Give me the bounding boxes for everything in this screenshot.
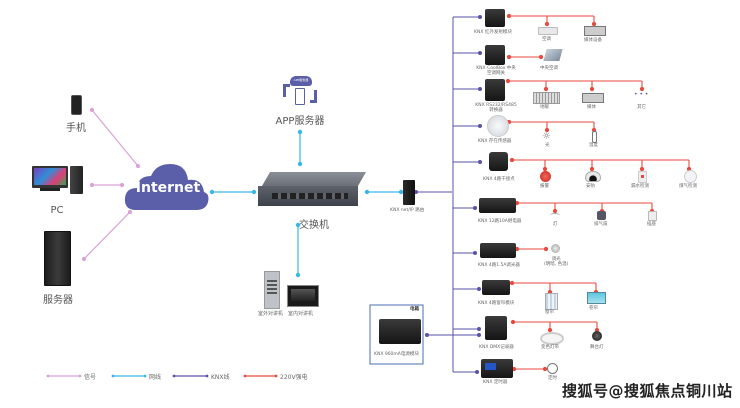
power-supply-module-label: KNX 960mA电源模块	[374, 352, 419, 357]
coolbox-gateway-module	[485, 45, 505, 65]
app-server-icon: APP服务器	[283, 76, 317, 108]
indoor-intercom-label: 室内对讲机	[288, 311, 314, 317]
clock-icon	[547, 363, 558, 374]
pc-label: PC	[50, 205, 64, 216]
endpoint-label: 变色灯带	[541, 345, 559, 350]
endpoint-label: 煤气检测	[679, 184, 697, 189]
module-label: KNX CoolBox 中央空调网关	[476, 66, 516, 77]
app-server-label: APP服务器	[275, 116, 325, 127]
roller-blind-icon	[587, 292, 606, 304]
endpoint-label: 中央空调	[540, 66, 558, 71]
endpoint-label: 排气扇	[594, 222, 608, 227]
internet-label: Internet	[135, 180, 201, 196]
media-device-icon	[584, 26, 606, 36]
module-label: KNX 4路干接点	[483, 177, 515, 182]
legend-lines	[46, 374, 278, 378]
network-lines	[209, 129, 404, 278]
dimmer-module	[480, 243, 516, 258]
legend-signal: 信号	[84, 374, 97, 381]
watermark: 搜狐号@搜狐焦点铜川站	[562, 382, 733, 400]
relay-module	[479, 198, 516, 213]
led-strip-icon	[540, 332, 564, 345]
air-conditioner-icon	[538, 27, 558, 35]
phone-icon	[71, 95, 82, 115]
power-supply-module-icon	[379, 319, 421, 344]
phone-label: 手机	[66, 123, 86, 134]
leak-detector-icon	[638, 171, 647, 183]
knx-ip-router-icon	[403, 180, 415, 205]
legend-power: 220V强电	[280, 374, 308, 381]
endpoint-label: 温度	[589, 143, 598, 148]
endpoint-label: 漏水检测	[631, 184, 649, 189]
socket-icon	[648, 211, 657, 221]
media-icon	[582, 93, 604, 103]
indoor-intercom-icon	[287, 285, 319, 307]
legend-knx: KNX线	[211, 374, 230, 381]
endpoint-label: 调光 (明暗, 色温)	[544, 257, 569, 268]
rs232-rs485-converter-module	[485, 79, 505, 101]
endpoint-label: 报警	[540, 184, 549, 189]
exhaust-fan-icon	[597, 211, 606, 220]
module-label: KNX DMX记录器	[479, 345, 514, 350]
module-label: KNX 红外发射模块	[474, 30, 512, 35]
alarm-icon	[540, 171, 551, 182]
signal-lines	[81, 107, 141, 262]
module-label: KNX 定时器	[483, 380, 508, 385]
endpoint-label: 光	[545, 143, 550, 148]
switch-label: 交换机	[299, 220, 329, 231]
internet-cloud-icon	[124, 164, 209, 210]
endpoint-label: 定时	[548, 376, 557, 381]
module-label: KNX 12路10A继电器	[478, 219, 522, 224]
router-label: KNX net/IP 路由	[390, 208, 425, 213]
dry-contact-module	[489, 152, 508, 171]
endpoint-label: 安防	[586, 184, 595, 189]
ceiling-light-icon	[550, 213, 560, 218]
server-rack-icon	[44, 231, 71, 286]
power-box-frame	[369, 304, 424, 365]
ir-transmitter-module	[485, 9, 505, 27]
module-label: KNX 4路窗帘模块	[478, 301, 515, 306]
curtain-module	[482, 280, 510, 295]
gas-detector-icon	[684, 170, 697, 183]
dimmer-knob-icon	[551, 244, 560, 253]
light-sensor-icon: ☼	[542, 131, 551, 142]
curtain-icon	[545, 293, 558, 310]
stage-light-icon	[592, 331, 602, 341]
timer-module	[481, 359, 513, 378]
presence-sensor-module	[487, 115, 509, 137]
endpoint-label: 其它	[637, 105, 646, 110]
endpoint-label: 舞台灯	[590, 345, 604, 350]
network-switch-icon	[258, 172, 367, 210]
endpoint-label: 媒体	[587, 105, 596, 110]
legend-network: 网线	[149, 374, 162, 381]
endpoint-label: 媒体设备	[584, 38, 602, 43]
module-label: KNX RS232/RS485 转换器	[475, 103, 517, 114]
server-label: 服务器	[43, 295, 73, 306]
endpoint-label: 空调	[542, 37, 551, 42]
thermometer-icon	[592, 131, 597, 143]
power-lines	[505, 13, 692, 372]
endpoint-label: 卷帘	[589, 306, 598, 311]
dmx-recorder-module	[485, 316, 507, 340]
security-camera-icon	[585, 171, 601, 182]
more-icon: • • •	[634, 91, 649, 98]
pc-tower-icon	[70, 166, 83, 194]
module-label: KNX 存在传感器	[478, 139, 512, 144]
power-box-title: 电箱	[410, 307, 419, 312]
knx-lines	[414, 15, 482, 374]
endpoint-label: 地暖	[540, 105, 549, 110]
outdoor-intercom-label: 室外对讲机	[258, 311, 284, 317]
floor-heating-icon	[533, 92, 560, 104]
outdoor-intercom-icon	[264, 271, 280, 309]
central-ac-icon	[543, 49, 563, 61]
endpoint-label: 灯	[553, 222, 558, 227]
pc-icon	[32, 166, 68, 191]
module-label: KNX 4路1.5A调光器	[478, 263, 520, 268]
app-server-badge: APP服务器	[293, 78, 309, 82]
endpoint-label: 窗帘	[545, 310, 554, 315]
endpoint-label: 插座	[647, 222, 656, 227]
